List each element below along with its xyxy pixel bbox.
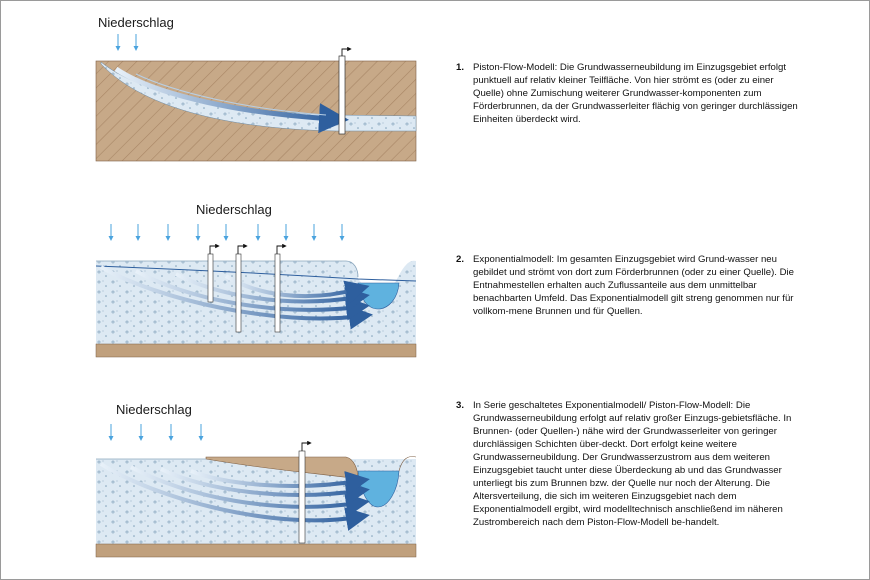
- description-text-1: Piston-Flow-Modell: Die Grundwasserneubi…: [473, 62, 798, 125]
- wells-2: [207, 243, 287, 333]
- description-2: 2. Exponentialmodell: Im gesamten Einzug…: [456, 253, 801, 318]
- precipitation-label-3: Niederschlag: [116, 402, 192, 417]
- description-1: 1. Piston-Flow-Modell: Die Grundwasserne…: [456, 61, 801, 126]
- description-number-2: 2.: [456, 254, 465, 265]
- precipitation-label-1: Niederschlag: [98, 15, 174, 30]
- precipitation-label-2: Niederschlag: [196, 202, 272, 217]
- description-text-2: Exponentialmodell: Im gesamten Einzugsge…: [473, 254, 795, 317]
- serial-model-diagram: [95, 424, 417, 558]
- description-number-3: 3.: [456, 400, 465, 411]
- description-3: 3. In Serie geschaltetes Exponentialmode…: [456, 399, 801, 529]
- well-1: [338, 55, 346, 135]
- rain-arrows-2: [108, 224, 345, 241]
- flow-lines-3: [99, 462, 370, 531]
- well-3: [298, 450, 306, 544]
- rain-arrows-1: [115, 34, 139, 51]
- description-text-3: In Serie geschaltetes Exponentialmodell/…: [473, 400, 792, 528]
- description-number-1: 1.: [456, 62, 465, 73]
- exponential-model-diagram: [95, 224, 417, 358]
- piston-flow-diagram: [95, 34, 417, 162]
- rain-arrows-3: [108, 424, 204, 441]
